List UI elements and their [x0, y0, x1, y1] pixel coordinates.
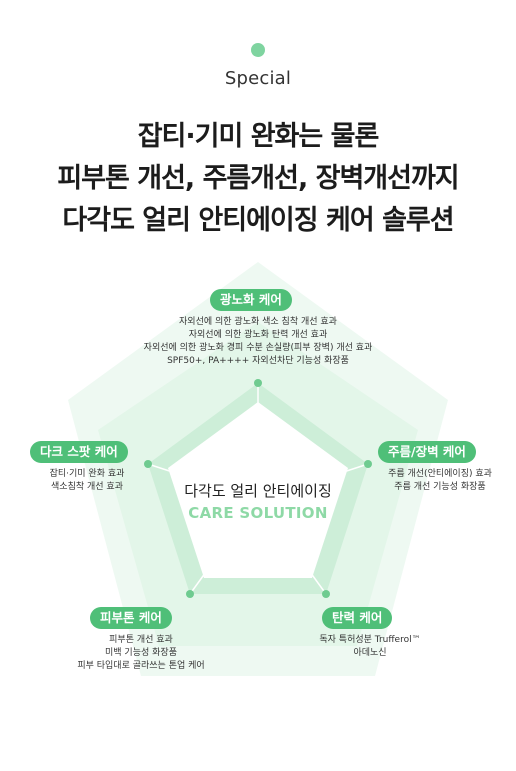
decorative-dot-icon: [251, 43, 265, 57]
axis-label-wrinkle-barrier: 주름/장벽 케어: [378, 441, 476, 463]
vertex-dot: [322, 590, 330, 598]
desc-line: 피부 타입대로 골라쓰는 톤업 케어: [77, 661, 205, 671]
desc-line: 독자 특허성분 Trufferol™: [319, 635, 421, 645]
desc-line: 색소침착 개선 효과: [51, 482, 123, 492]
axis-desc-dark-spot: 잡티·기미 완화 효과 색소침착 개선 효과: [22, 468, 152, 494]
headline-line: 잡티·기미 완화는 물론: [137, 121, 380, 152]
section-eyebrow: Special: [224, 68, 292, 89]
vertex-dot: [144, 460, 152, 468]
desc-line: 미백 기능성 화장품: [105, 648, 177, 658]
desc-line: 자외선에 의한 광노화 탄력 개선 효과: [188, 330, 328, 340]
axis-label-dark-spot: 다크 스팟 케어: [30, 441, 128, 463]
vertex-dot: [186, 590, 194, 598]
desc-line: 주름 개선(안티에이징) 효과: [388, 469, 492, 479]
axis-desc-wrinkle-barrier: 주름 개선(안티에이징) 효과 주름 개선 기능성 화장품: [370, 468, 510, 494]
desc-line: 피부톤 개선 효과: [109, 635, 173, 645]
headline-line: 피부톤 개선, 주름개선, 장벽개선까지: [57, 163, 459, 194]
axis-label-elasticity: 탄력 케어: [322, 607, 393, 629]
axis-desc-photoaging: 자외선에 의한 광노화 색소 침착 개선 효과 자외선에 의한 광노화 탄력 개…: [108, 316, 408, 368]
vertex-dot: [254, 379, 262, 387]
axis-desc-elasticity: 독자 특허성분 Trufferol™ 아데노신: [290, 634, 450, 660]
desc-line: 자외선에 의한 광노화 경피 수분 손실량(피부 장벽) 개선 효과: [143, 343, 373, 353]
axis-label-skintone: 피부톤 케어: [90, 607, 172, 629]
headline: 잡티·기미 완화는 물론 피부톤 개선, 주름개선, 장벽개선까지 다각도 얼리…: [0, 116, 516, 242]
center-subtitle: CARE SOLUTION: [188, 504, 328, 522]
radar-spoke: [257, 463, 369, 501]
desc-line: 주름 개선 기능성 화장품: [394, 482, 486, 492]
radar-spoke: [257, 499, 327, 595]
axis-desc-skintone: 피부톤 개선 효과 미백 기능성 화장품 피부 타입대로 골라쓰는 톤업 케어: [56, 634, 226, 673]
center-title: 다각도 얼리 안티에이징: [184, 482, 332, 500]
axis-label-photoaging: 광노화 케어: [210, 289, 292, 311]
desc-line: 잡티·기미 완화 효과: [49, 469, 125, 479]
desc-line: SPF50+, PA++++ 자외선차단 기능성 화장품: [167, 356, 349, 366]
vertex-dot: [364, 460, 372, 468]
desc-line: 자외선에 의한 광노화 색소 침착 개선 효과: [179, 317, 337, 327]
radar-spoke: [147, 463, 259, 501]
desc-line: 아데노신: [353, 648, 387, 658]
radar-spoke: [189, 499, 259, 595]
headline-line: 다각도 얼리 안티에이징 케어 솔루션: [62, 205, 454, 236]
